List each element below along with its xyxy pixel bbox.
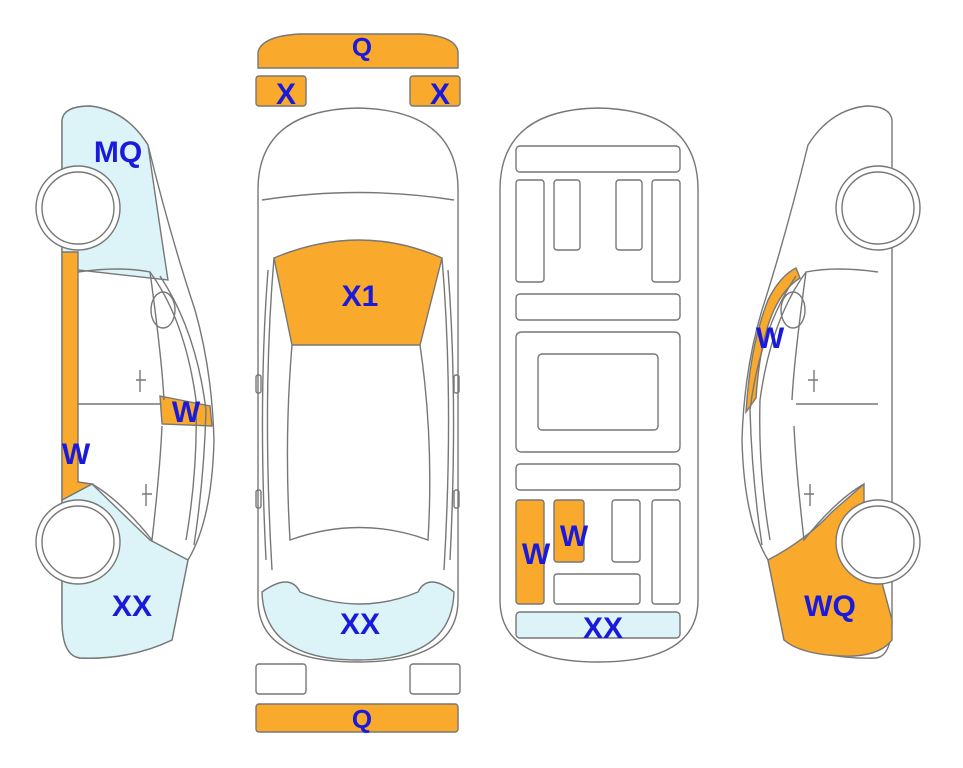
rear-bumper-label: Q [352,704,372,734]
floor-bracket-front-right [615,179,643,251]
side-line-right-inner [447,269,455,561]
left-window-line [149,271,197,541]
side-line-right [441,257,450,571]
left-mirror-outline [150,291,176,329]
left-front-fender-label: MQ [94,136,142,169]
side-line-left [266,257,275,571]
handle-right-mark [453,489,460,509]
car-underbody-view: W W XX [499,107,699,663]
top-body-outline [257,107,459,663]
right-door-line-rear [793,425,865,542]
left-handle-front [136,370,146,392]
headlight-right-label: X [430,78,450,111]
hood-front-line [261,191,455,201]
right-front-fender-label: W [756,322,785,355]
left-handle-rear [142,484,152,506]
left-window-line-2 [159,275,207,546]
floor-rail-left-panel[interactable] [515,499,545,605]
left-rear-wheel-inner [41,505,115,579]
mirror-right-mark [453,374,460,394]
left-front-wheel-inner [41,171,115,245]
floor-rear-panel-label: XX [583,612,623,645]
left-front-wheel [35,165,121,251]
handle-left-mark [255,489,262,509]
side-line-left-inner [261,269,269,561]
front-bumper-label: Q [352,32,372,62]
floor-rail-center-panel[interactable] [553,499,585,563]
floor-rail-inner-right [611,499,641,563]
floor-bracket-front-left [553,179,581,251]
car-left-side-view: MQ W W XX [35,105,215,659]
left-door-line-front [77,268,165,401]
rear-bumper-panel[interactable] [255,703,459,733]
taillight-right-panel[interactable] [409,663,461,695]
left-mirror-label: W [172,396,201,429]
headlight-right-panel[interactable] [409,75,461,107]
taillight-left-panel[interactable] [255,663,307,695]
floor-rail-center-label: W [560,520,589,553]
front-bumper-panel[interactable] [257,33,459,69]
floor-rail-right [651,499,681,605]
floor-front-crossmember [515,145,681,173]
floor-rear-crossmember [553,573,641,605]
floor-crossmember-1 [515,293,681,321]
right-rear-quarter-label: WQ [804,590,856,623]
roof-outline [286,344,431,541]
left-rear-wheel [35,499,121,585]
left-rocker-label: W [62,438,91,471]
left-door-line-rear [91,425,163,542]
right-handle-rear [804,484,814,506]
hood-panel[interactable] [273,239,443,346]
floor-center-tunnel [537,353,659,431]
right-rear-wheel-inner [841,505,915,579]
mirror-left-mark [255,374,262,394]
right-rear-wheel [835,499,921,585]
floor-rail-front-left [515,179,545,283]
floor-crossmember-2 [515,463,681,491]
right-mirror-outline [780,291,806,329]
trunk-lid-label: XX [340,608,380,641]
hood-label: X1 [342,280,379,313]
car-top-view: Q X X X1 XX Q [255,32,461,734]
right-front-wheel-inner [841,171,915,245]
right-window-line-2 [749,275,797,546]
right-door-line-front [791,268,879,401]
floor-rear-panel[interactable] [515,611,681,639]
floor-rail-left-label: W [522,538,551,571]
right-window-line [759,271,807,541]
left-rocker-panel[interactable] [61,251,95,502]
car-right-side-view: W WQ [741,105,921,659]
right-front-wheel [835,165,921,251]
right-handle-front [808,370,818,392]
trunk-lid-panel[interactable] [261,581,455,661]
headlight-left-label: X [276,78,296,111]
floor-rail-front-right [651,179,681,283]
left-rear-quarter-label: XX [112,590,152,623]
left-mirror-panel[interactable] [159,395,213,427]
headlight-left-panel[interactable] [255,75,307,107]
